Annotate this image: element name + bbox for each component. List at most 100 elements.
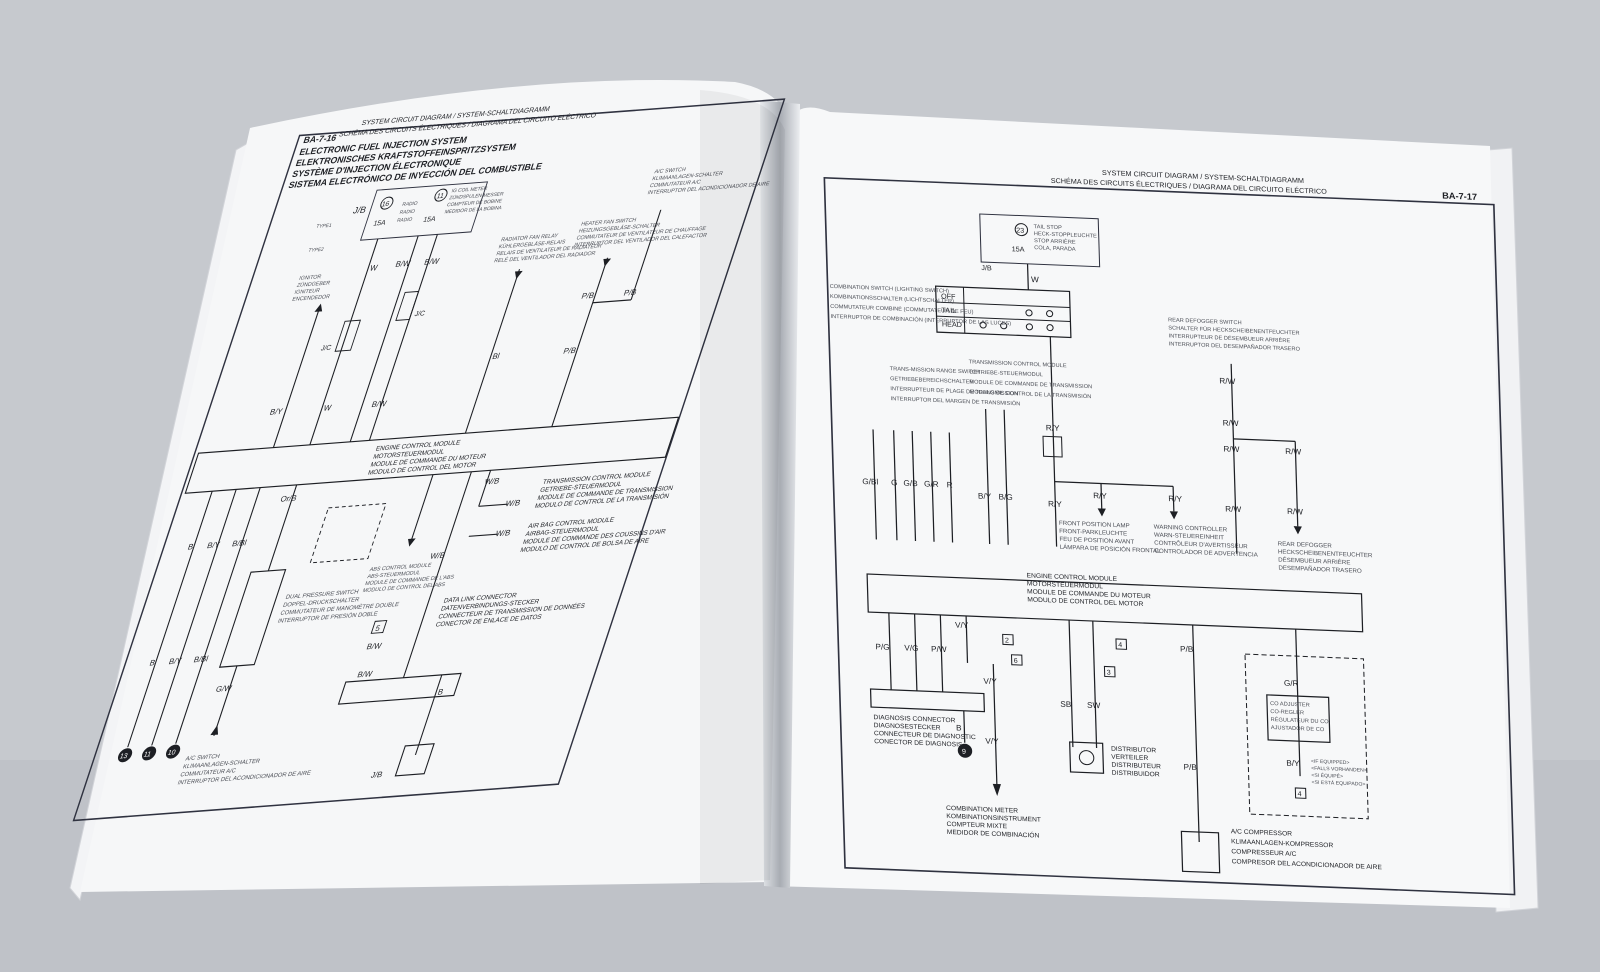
wire-ry-4: R/Y — [1168, 494, 1183, 503]
jb-ground-switch — [394, 743, 435, 777]
svg-text:KÜHLERGEBLÄSE-RELAIS: KÜHLERGEBLÄSE-RELAIS — [498, 238, 567, 250]
svg-text:COMMUTATEUR A/C: COMMUTATEUR A/C — [649, 180, 702, 190]
left-jb: J/B — [352, 205, 368, 216]
svg-text:A/C COMPRESSOR: A/C COMPRESSOR — [1231, 828, 1293, 837]
fuse-23-marker — [1014, 223, 1029, 237]
svg-text:<FALLS VORHANDEN>: <FALLS VORHANDEN> — [1311, 766, 1367, 774]
wire-b-1: B — [187, 542, 195, 551]
svg-text:GETRIEBE-STEUERMODUL: GETRIEBE-STEUERMODUL — [969, 369, 1043, 378]
wire-bg: B/G — [998, 493, 1012, 502]
left-frame — [72, 98, 786, 822]
fuse-15a-right: 15A — [1012, 245, 1025, 253]
svg-text:DÉSEMBUEUR ARRIÈRE: DÉSEMBUEUR ARRIÈRE — [1278, 557, 1350, 567]
left-jc-2: J/C — [414, 310, 426, 318]
svg-text:DISTRIBUTEUR: DISTRIBUTEUR — [1111, 762, 1161, 771]
co-adjuster-dashed-box — [1244, 653, 1369, 820]
svg-text:STOP ARRIÈRE: STOP ARRIÈRE — [1034, 237, 1076, 246]
svg-text:HECK-STOPPLEUCHTE: HECK-STOPPLEUCHTE — [1034, 231, 1098, 239]
svg-text:ENCENDEDOR: ENCENDEDOR — [291, 294, 330, 303]
svg-text:COMPTEUR MIXTE: COMPTEUR MIXTE — [947, 821, 1008, 830]
box-6-label: 6 — [1014, 657, 1018, 665]
fuse-23-label: 23 — [1016, 227, 1024, 235]
right-ecm-bar — [866, 573, 1364, 633]
rear-defogger-labels: REAR DEFOGGER HECKSCHEIBENENTFEUCHTER DÉ… — [1278, 541, 1374, 575]
wire-ry-3: R/Y — [1093, 491, 1108, 500]
left-jc-dashed-box — [309, 502, 387, 564]
box-4-a-label: 4 — [1118, 641, 1122, 649]
wire-wb-3: W/B — [494, 528, 511, 538]
ground-9-label: 9 — [962, 748, 966, 756]
wire-w-2: W — [322, 403, 333, 412]
svg-text:A/C SWITCH: A/C SWITCH — [184, 754, 220, 762]
svg-text:FRONT POSITION LAMP: FRONT POSITION LAMP — [1059, 520, 1130, 530]
wire-b-3: B — [436, 687, 444, 696]
box-4-b-label: 4 — [1297, 790, 1301, 798]
right-page-number: BA-7-17 — [1442, 191, 1477, 202]
if-equipped-labels: <IF EQUIPPED> <FALLS VORHANDEN> <SI ÉQUI… — [1311, 759, 1367, 788]
box-6 — [1010, 654, 1023, 666]
ground-13-label: 13 — [119, 753, 129, 761]
right-lower-wires — [888, 612, 1301, 843]
radio-label-3: RADIO — [396, 217, 413, 224]
wire-gr: G/R — [924, 480, 939, 489]
fuse-16-marker — [380, 196, 394, 210]
box-5-a — [370, 619, 388, 634]
wire-sw: SW — [1087, 701, 1101, 710]
svg-text:IGNITEUR: IGNITEUR — [294, 288, 321, 296]
wire-rw-6: R/W — [1287, 507, 1304, 517]
right-ecm-labels: ENGINE CONTROL MODULE MOTORSTEUERMODUL M… — [1027, 572, 1152, 608]
svg-text:MODULO DE CONTROL DEL MOTOR: MODULO DE CONTROL DEL MOTOR — [1027, 596, 1143, 608]
wire-orb: Or/B — [279, 494, 298, 504]
svg-text:CONECTOR DE DIAGNOSIS: CONECTOR DE DIAGNOSIS — [874, 738, 963, 748]
box-3 — [1103, 665, 1116, 678]
tail-stop-labels: TAIL STOP HECK-STOPPLEUCHTE STOP ARRIÈRE… — [1034, 224, 1098, 253]
svg-text:CONTRÔLEUR D'AVERTISSEUR: CONTRÔLEUR D'AVERTISSEUR — [1154, 540, 1248, 551]
wire-rw-5: R/W — [1225, 505, 1242, 515]
wire-by-1: B/Y — [269, 407, 285, 417]
svg-text:DIAGNOSIS CONNECTOR: DIAGNOSIS CONNECTOR — [873, 714, 955, 724]
wire-bw-1: B/W — [394, 259, 412, 269]
diagnosis-labels: DIAGNOSIS CONNECTOR DIAGNOSESTECKER CONN… — [873, 714, 976, 748]
svg-text:DISTRIBUTOR: DISTRIBUTOR — [1111, 746, 1157, 755]
ground-13-icon — [117, 748, 133, 763]
wire-gw: G/W — [215, 684, 234, 694]
ground-10-icon — [165, 744, 181, 759]
svg-text:KOMBINATIONSINSTRUMENT: KOMBINATIONSINSTRUMENT — [946, 813, 1041, 824]
radio-label-2: RADIO — [399, 209, 416, 216]
ground-9-icon — [957, 743, 973, 758]
radio-label-1: RADIO — [401, 201, 418, 208]
svg-text:INTERRUPTEUR DE PLAGE DE TRANS: INTERRUPTEUR DE PLAGE DE TRANSMISSION — [890, 386, 1018, 397]
box-2-label: 2 — [1005, 637, 1009, 645]
fuse-11-marker — [434, 188, 448, 202]
fuse-11-label: 11 — [435, 193, 444, 200]
svg-text:KOMBINATIONSSCHALTER (LICHTSCH: KOMBINATIONSSCHALTER (LICHTSCHALTER) — [830, 294, 954, 305]
svg-text:ENGINE CONTROL MODULE: ENGINE CONTROL MODULE — [1027, 572, 1118, 583]
ig-coil-meter-labels: IG COIL METER ZÜNDSPULEN MESSER COMPTEUR… — [444, 186, 505, 216]
wire-vy-2: V/Y — [983, 677, 997, 686]
svg-text:REAR DEFOGGER: REAR DEFOGGER — [1278, 541, 1333, 550]
svg-text:RÉGULATEUR DU CO: RÉGULATEUR DU CO — [1271, 716, 1330, 725]
svg-text:MOTORSTEUERMODUL: MOTORSTEUERMODUL — [1027, 580, 1104, 590]
wire-by-2: B/Y — [206, 540, 222, 550]
abs-labels: ABS CONTROL MODULE ABS-STEUERMODUL MODUL… — [362, 563, 455, 595]
svg-text:CO ADJUSTER: CO ADJUSTER — [1270, 701, 1310, 708]
right-fuse-box — [979, 213, 1101, 268]
wire-wb-1: W/B — [483, 476, 500, 486]
svg-text:DIAGNOSESTECKER: DIAGNOSESTECKER — [874, 722, 941, 732]
left-jc-1: J/C — [320, 345, 332, 353]
type1-label: TYPE1 — [315, 223, 332, 230]
svg-text:ZÜNDSPULEN MESSER: ZÜNDSPULEN MESSER — [448, 190, 505, 201]
wire-gbl: G/Bl — [862, 477, 878, 487]
svg-text:KLIMAANLAGEN-SCHALTER: KLIMAANLAGEN-SCHALTER — [651, 171, 723, 182]
trans-range-wires — [872, 408, 1009, 545]
svg-text:KLIMAANLAGEN-KOMPRESSOR: KLIMAANLAGEN-KOMPRESSOR — [1231, 838, 1334, 849]
wire-pb-right-2: P/B — [1183, 763, 1197, 772]
switch-row-tail: TAIL — [941, 306, 956, 314]
svg-text:GETRIEBEBEREICHSCHALTER: GETRIEBEBEREICHSCHALTER — [890, 376, 974, 385]
right-diagram: SYSTEM CIRCUIT DIAGRAM / SYSTEM-SCHALTDI… — [823, 169, 1516, 896]
svg-text:COMBINATION METER: COMBINATION METER — [946, 805, 1018, 815]
wire-pb-1: P/B — [580, 291, 595, 301]
box-2 — [1002, 633, 1014, 646]
svg-text:MODULO DE CONTROL DE LA TRANSM: MODULO DE CONTROL DE LA TRANSMISIÓN — [970, 388, 1092, 400]
